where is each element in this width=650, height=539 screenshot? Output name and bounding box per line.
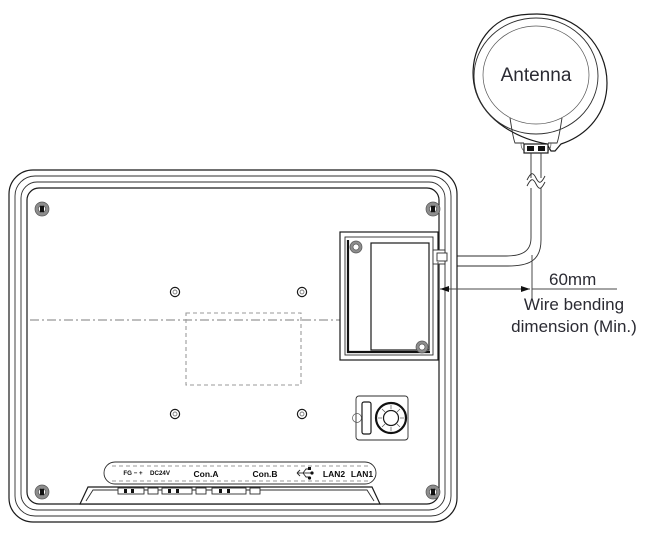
vesa-hole-bottom-left	[169, 408, 181, 420]
vesa-dashed-rect	[185, 312, 302, 386]
cable-lower-right	[447, 188, 542, 267]
connector-shelf	[79, 486, 381, 505]
power-terminal-sublabel: DC24V	[150, 470, 171, 477]
antenna-outer-ring-inner	[473, 17, 599, 135]
antenna-outer-ring	[472, 13, 608, 152]
cable-break-symbol-2	[526, 173, 546, 183]
screw-bottom-right	[425, 484, 441, 500]
antenna-cable	[447, 153, 546, 267]
dimension-caption-line1: Wire bending	[524, 295, 624, 314]
screw-top-left	[34, 201, 50, 217]
antenna-connector-pin-right	[538, 146, 545, 151]
shelf-connector-blocks	[117, 487, 261, 495]
vesa-hole-top-right	[296, 286, 308, 298]
module-bay-frame-inner	[344, 236, 434, 356]
antenna-jack	[432, 249, 448, 265]
dimension-arrow-left	[440, 286, 449, 292]
housing-outline-3	[20, 181, 446, 511]
module-screw-top-left	[349, 240, 363, 254]
vesa-mount-area	[169, 286, 308, 420]
expansion-module-bay	[339, 231, 448, 361]
housing-outline-2	[14, 175, 452, 517]
dimension-value: 60mm	[549, 270, 596, 289]
cable-lower-left	[447, 188, 532, 257]
dial-tick-marks	[378, 405, 404, 431]
antenna-connector-body	[523, 143, 549, 154]
module-screw-bottom-right	[415, 340, 429, 354]
dial-center	[382, 409, 400, 427]
screw-bottom-left	[34, 484, 50, 500]
corner-screws	[34, 201, 441, 500]
vesa-hole-bottom-right	[296, 408, 308, 420]
antenna-connector-pin-left	[527, 146, 534, 151]
power-terminal-label: FG − +	[123, 470, 143, 477]
port-label-con-a: Con.A	[193, 469, 218, 479]
screw-top-right	[425, 201, 441, 217]
antenna-label: Antenna	[501, 65, 572, 86]
dimension-arrow-right	[521, 286, 530, 292]
antenna-assembly: Antenna	[472, 13, 608, 154]
rotary-dial-assembly	[352, 395, 409, 441]
power-terminal-marking: FG − + DC24V	[123, 470, 170, 477]
dimension-caption-line2: dimension (Min.)	[511, 317, 637, 336]
vesa-hole-top-left	[169, 286, 181, 298]
port-label-con-b: Con.B	[252, 469, 277, 479]
module-bay-shadow-edge	[346, 240, 430, 354]
port-label-lan1: LAN1	[351, 469, 373, 479]
dimension-annotation: 60mm Wire bending dimension (Min.)	[437, 255, 637, 336]
antenna-neck-right	[548, 117, 563, 144]
cable-break-symbol	[526, 179, 546, 189]
dial-slot	[361, 401, 372, 435]
antenna-neck-left	[509, 117, 524, 144]
usb-icon	[296, 467, 314, 480]
port-label-lan2: LAN2	[323, 469, 345, 479]
port-label-callout: FG − + DC24V Con.A Con.B LAN2 LAN1	[103, 461, 377, 485]
antenna-inner-loop	[482, 25, 590, 125]
dial-hinge	[352, 413, 362, 423]
module-card	[370, 242, 430, 351]
